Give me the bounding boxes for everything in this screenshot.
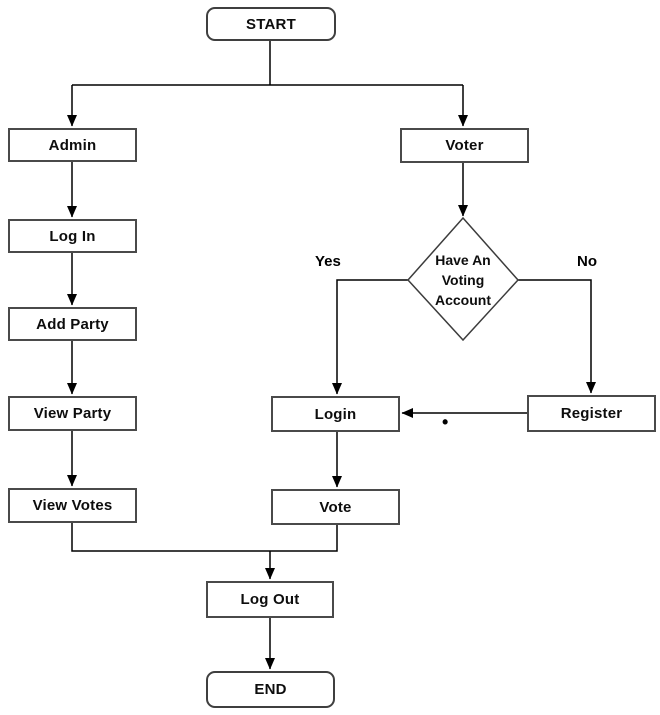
edge-merge-rail: [71, 523, 338, 552]
node-label: Add Party: [36, 315, 109, 333]
node-label: Vote: [319, 498, 352, 516]
node-end: END: [206, 671, 335, 708]
node-admin: Admin: [8, 128, 137, 162]
node-start: START: [206, 7, 336, 41]
node-add-party: Add Party: [8, 307, 137, 341]
node-log-in: Log In: [8, 219, 137, 253]
node-register: Register: [527, 395, 656, 432]
edge-label-yes: Yes: [315, 253, 341, 270]
node-view-votes: View Votes: [8, 488, 137, 523]
node-label: Voter: [445, 137, 484, 154]
node-voter: Voter: [400, 128, 529, 163]
edge-yes-login: [332, 279, 408, 395]
node-decision-have-account: Have An Voting Account: [435, 252, 491, 308]
node-label: END: [254, 681, 287, 698]
node-label: Log Out: [240, 591, 300, 608]
node-vote: Vote: [271, 489, 400, 525]
node-label: Register: [560, 405, 623, 422]
node-log-out: Log Out: [206, 581, 334, 618]
node-view-party: View Party: [8, 396, 137, 431]
edge-label-no: No: [577, 253, 597, 270]
stray-dot: •: [442, 412, 449, 432]
node-label: START: [246, 15, 296, 33]
edge-start-split: [72, 41, 463, 86]
node-label: Admin: [48, 136, 97, 154]
node-label: Log In: [49, 227, 96, 245]
decision-diamond-shape: [406, 216, 520, 342]
node-label: Login: [314, 405, 357, 423]
node-login: Login: [271, 396, 400, 432]
edge-no-register: [518, 279, 596, 394]
node-label: View Party: [33, 405, 112, 422]
node-label: View Votes: [32, 497, 113, 514]
